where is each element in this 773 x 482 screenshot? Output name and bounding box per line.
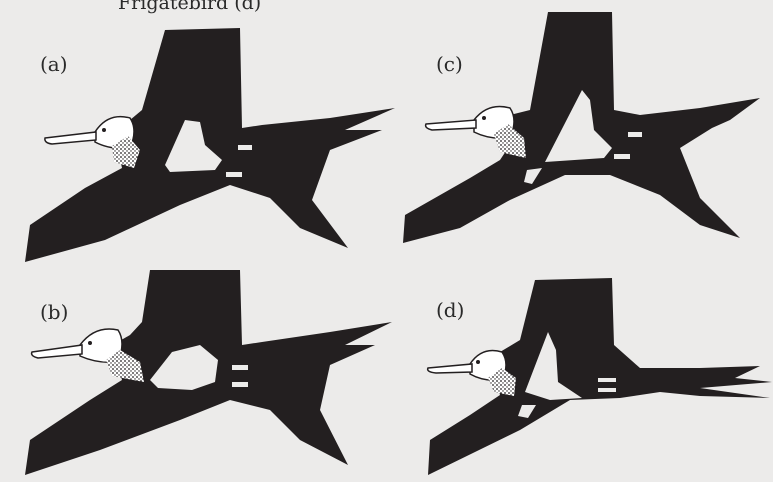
frigatebird-c [403, 12, 760, 243]
wing-bar-a2 [226, 172, 242, 177]
beak-d [428, 364, 472, 373]
bird-body-a [25, 28, 395, 262]
wing-bar-a1 [238, 145, 252, 150]
frigatebird-a [25, 28, 395, 262]
eye-c [482, 116, 486, 120]
panel-label-b: (b) [40, 300, 68, 324]
frigatebird-d [428, 278, 772, 475]
beak-a [45, 132, 96, 144]
frigatebird-b [25, 270, 392, 475]
beak-c [426, 120, 476, 130]
beak-b [32, 345, 82, 358]
wing-bar-b1 [232, 365, 248, 370]
wing-bar-c1 [628, 132, 642, 137]
panel-label-c: (c) [436, 52, 463, 76]
eye-d [476, 360, 480, 364]
wing-bar-d2 [598, 388, 616, 392]
wing-bar-d1 [598, 378, 616, 382]
panel-label-d: (d) [436, 298, 464, 322]
eye-a [102, 128, 106, 132]
panel-label-a: (a) [40, 52, 68, 76]
wing-bar-c2 [614, 154, 630, 159]
figure-title: Frigatebird (d) [118, 0, 261, 14]
eye-b [88, 341, 92, 345]
wing-bar-b2 [232, 382, 248, 387]
